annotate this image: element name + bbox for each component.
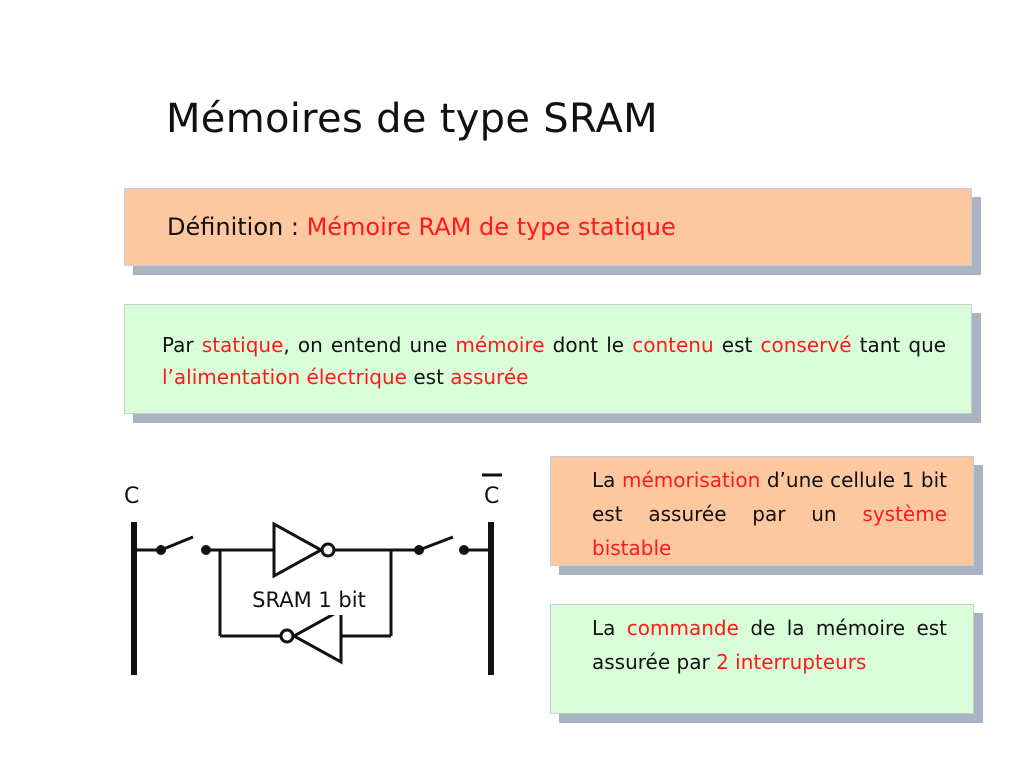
bitline-c-bar-label: C <box>484 484 499 509</box>
text-est: est <box>721 333 753 357</box>
definition-label: Définition : <box>167 213 299 241</box>
text-alimentation: l’alimentation électrique <box>162 365 407 389</box>
inverter-top <box>272 521 336 579</box>
text-systeme-bistable: système bistable <box>592 502 948 560</box>
text-memorisation: mémorisation <box>621 468 761 492</box>
latch-wiring <box>206 548 419 638</box>
text-tant-que: tant que <box>859 333 947 357</box>
sram-cell-label: SRAM 1 bit <box>252 588 366 612</box>
page-title: Mémoires de type SRAM <box>166 96 658 142</box>
sram-circuit-diagram: C C SRAM 1 bit <box>124 473 502 675</box>
definition-line: Définition : Mémoire RAM de type statiqu… <box>167 213 676 241</box>
static-explanation-box: Par statique, on entend une mémoire dont… <box>124 304 972 414</box>
inverter-bottom <box>279 607 343 665</box>
bitline-c-label: C <box>124 484 139 509</box>
memorisation-box: La mémorisation d’une cellule 1 bit est … <box>550 456 974 566</box>
text-interrupteurs: 2 interrupteurs <box>716 650 867 674</box>
text-commande: commande <box>626 616 739 640</box>
text-dont-le: dont le <box>552 333 625 357</box>
static-explanation-text: Par statique, on entend une mémoire dont… <box>162 329 946 393</box>
text-memoire-assuree: de la mémoire est assurée par <box>592 616 948 674</box>
memorisation-text: La mémorisation d’une cellule 1 bit est … <box>592 463 947 565</box>
left-switch <box>134 535 211 555</box>
definition-value: Mémoire RAM de type statique <box>306 213 676 241</box>
definition-box: Définition : Mémoire RAM de type statiqu… <box>124 188 972 266</box>
commande-box: La commande de la mémoire est assurée pa… <box>550 604 974 714</box>
text-memoire: mémoire <box>455 333 545 357</box>
text-est-2: est <box>413 365 444 389</box>
text-on-entend: , on entend une <box>283 333 448 357</box>
text-cellule: d’une cellule 1 bit est assurée par un <box>592 468 948 526</box>
text-contenu: contenu <box>632 333 714 357</box>
commande-text: La commande de la mémoire est assurée pa… <box>592 611 947 679</box>
text-par: Par <box>162 333 194 357</box>
right-switch <box>414 535 491 555</box>
text-conserve: conservé <box>760 333 852 357</box>
text-la-2: La <box>592 616 616 640</box>
text-la: La <box>592 468 616 492</box>
text-assuree: assurée <box>450 365 529 389</box>
text-statique: statique <box>201 333 284 357</box>
